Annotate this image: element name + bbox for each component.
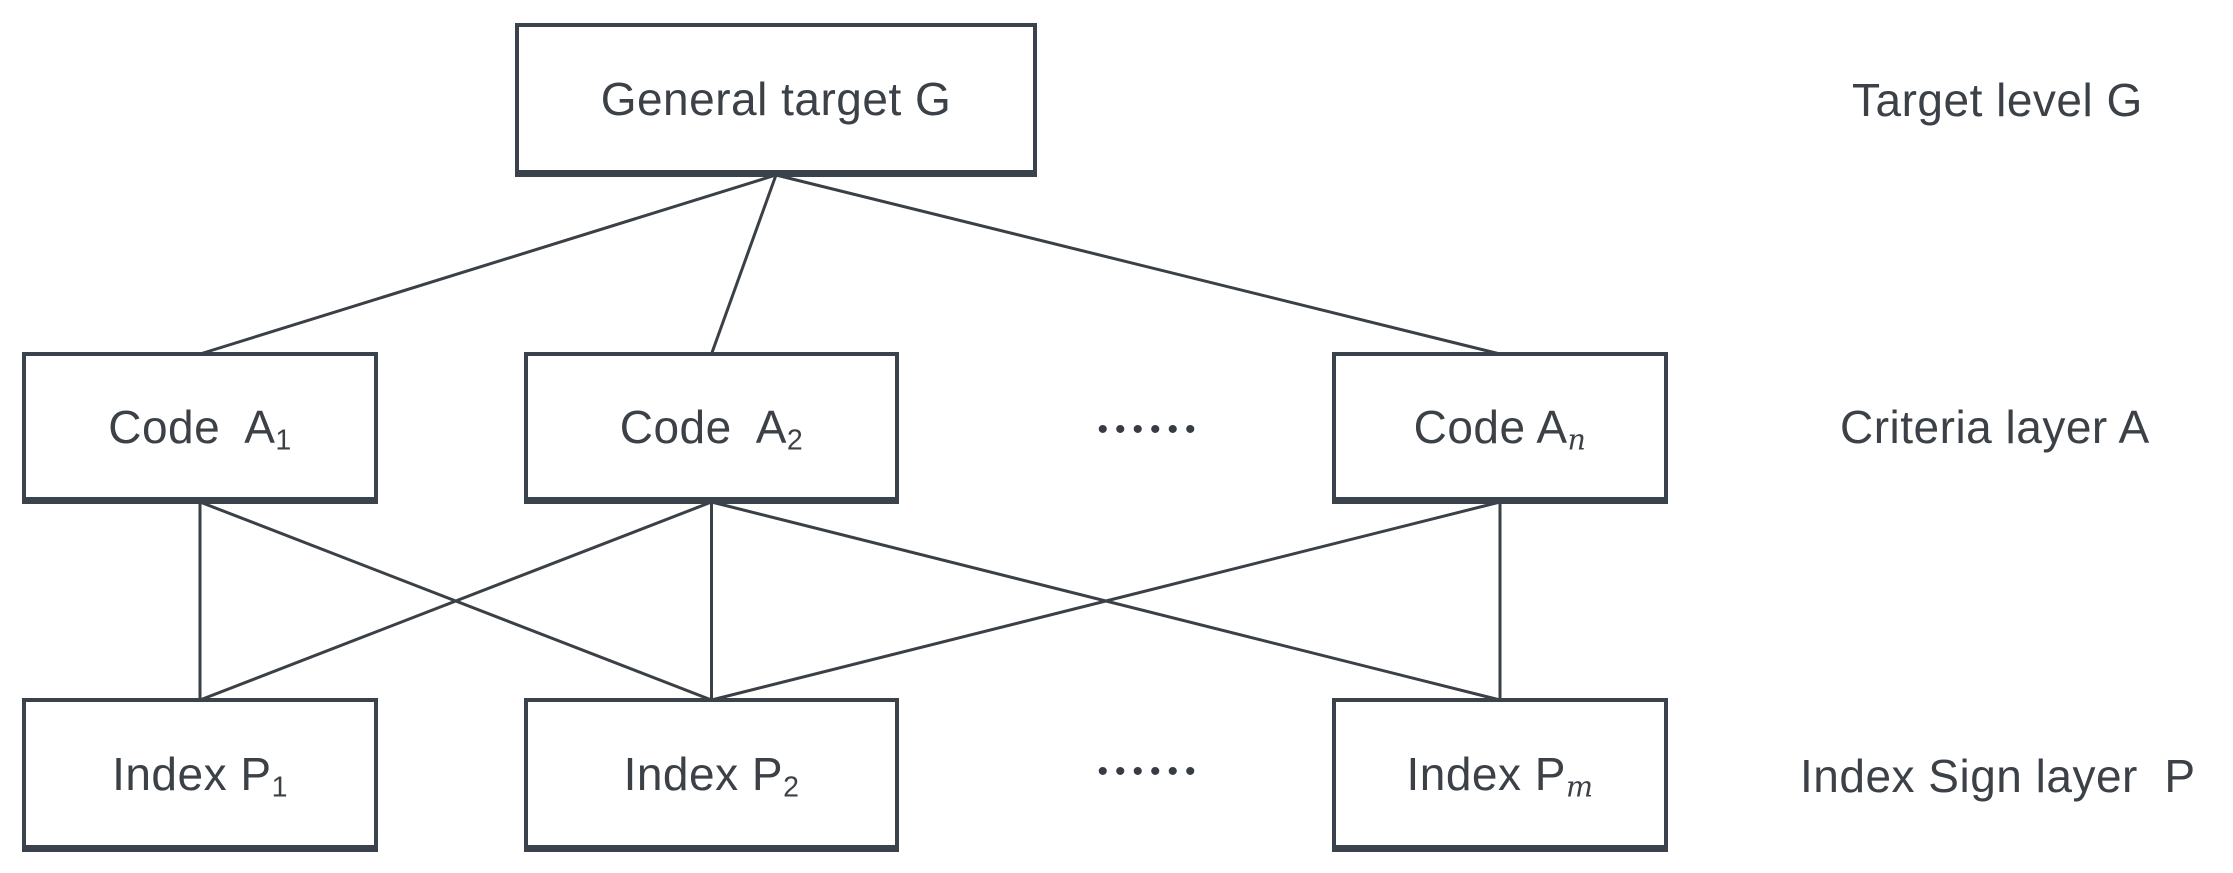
node-general-target-label: General target G [600, 72, 952, 125]
node-index-p1-label: Index P1 [112, 747, 288, 803]
node-code-a2-label: Code A2 [619, 400, 804, 456]
layer-label-criteria: Criteria layer A [1840, 401, 2150, 453]
layer-label-target: Target level G [1852, 74, 2143, 126]
node-code-a1: Code A1 [22, 352, 378, 504]
node-code-a1-label: Code A1 [108, 400, 292, 456]
node-index-pm-label: Index Pm [1406, 747, 1594, 803]
ellipsis-criteria-row: •••••• [1097, 413, 1203, 446]
node-index-p2-label: Index P2 [623, 747, 800, 803]
node-code-an: Code An [1332, 352, 1668, 504]
node-index-pm: Index Pm [1332, 698, 1668, 852]
node-general-target: General target G [515, 23, 1037, 177]
node-index-p2: Index P2 [524, 698, 899, 852]
node-code-an-label: Code An [1413, 400, 1587, 456]
ellipsis-index-row: •••••• [1097, 755, 1203, 788]
layer-label-index: Index Sign layer P [1800, 750, 2196, 802]
node-code-a2: Code A2 [524, 352, 899, 504]
node-index-p1: Index P1 [22, 698, 378, 852]
